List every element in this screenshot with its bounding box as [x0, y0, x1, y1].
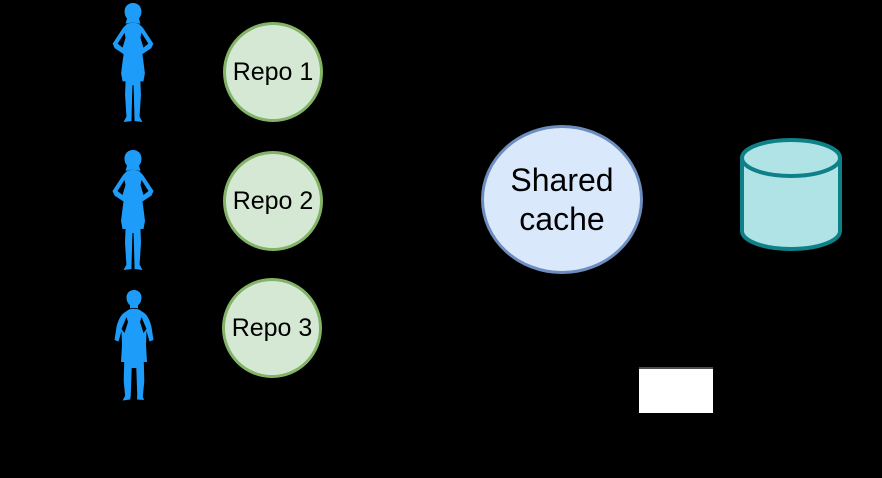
- edge-label-box: [639, 367, 713, 413]
- repo-1-node: Repo 1: [223, 22, 323, 122]
- shared-cache-node: Shared cache: [481, 125, 643, 274]
- repo-2-node: Repo 2: [223, 151, 323, 251]
- repo-1-label: Repo 1: [232, 57, 314, 86]
- database-cylinder-icon: [740, 138, 842, 251]
- user-2-female-icon: [105, 149, 161, 271]
- user-1-female-icon: [105, 2, 161, 123]
- repo-3-label: Repo 3: [231, 313, 313, 342]
- repo-3-node: Repo 3: [222, 278, 322, 378]
- repo-2-label: Repo 2: [232, 186, 314, 215]
- shared-cache-label: Shared cache: [510, 162, 614, 237]
- user-3-male-icon: [106, 288, 162, 401]
